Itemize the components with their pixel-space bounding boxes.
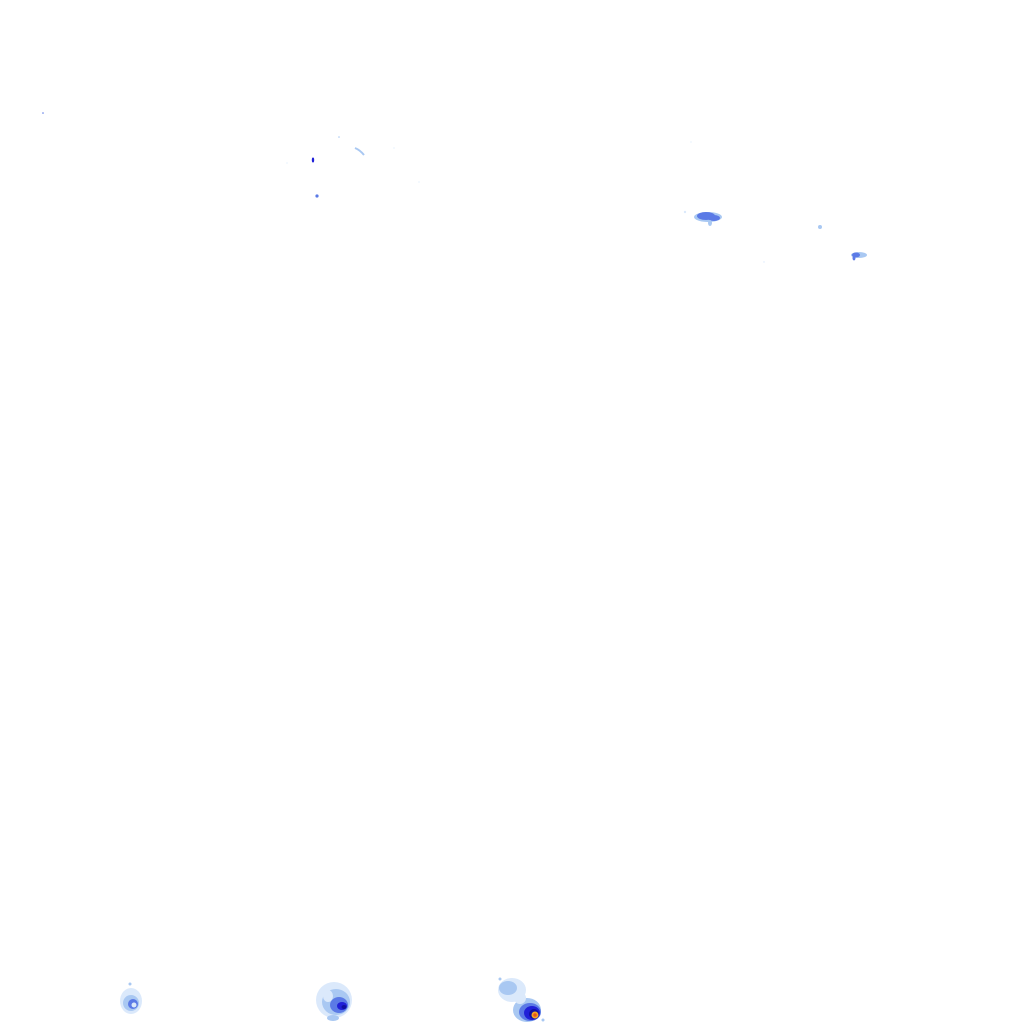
echo-cell-south-3 [498, 977, 545, 1022]
echo-cell-south-1 [120, 982, 142, 1014]
scattered-echoes-northwest [42, 112, 420, 198]
echo-cluster-northeast [683, 141, 722, 226]
small-echo-northeast [763, 225, 822, 263]
echo-cell-south-2 [316, 982, 352, 1021]
elongated-echo-east [851, 252, 867, 261]
